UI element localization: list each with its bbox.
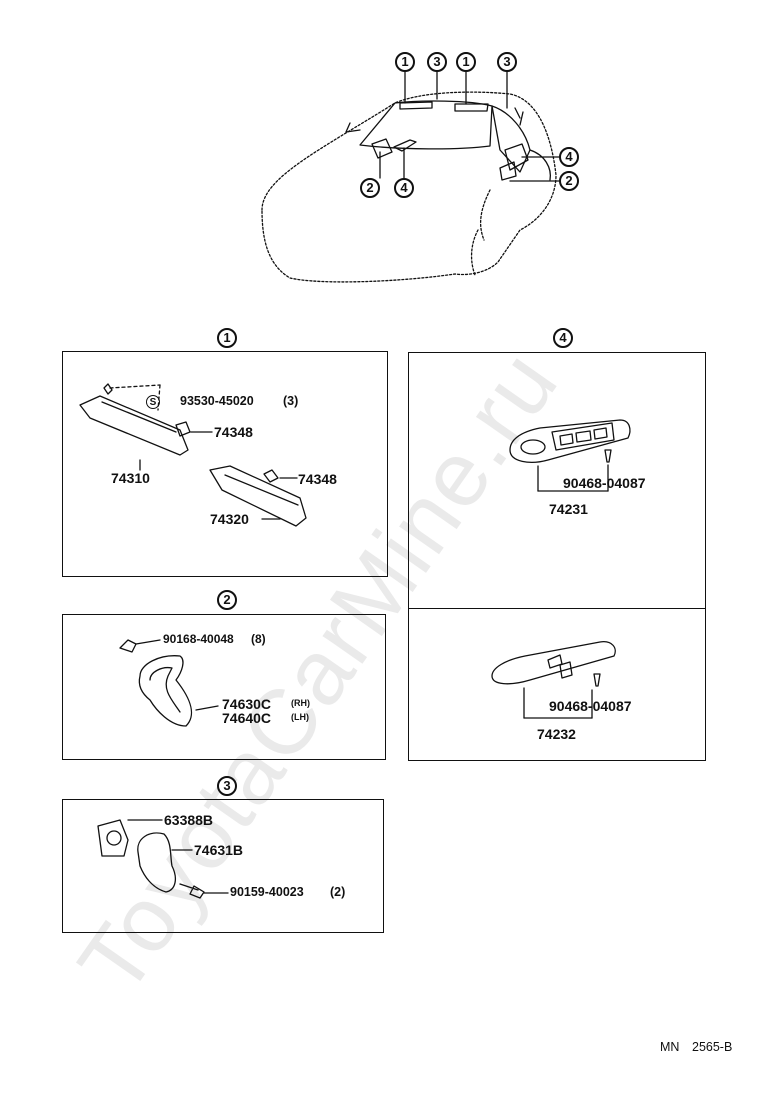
part-74630c-side: (RH): [291, 698, 310, 708]
part-90159-40023-qty: (2): [330, 885, 346, 899]
part-74320: 74320: [210, 511, 249, 527]
part-90468-04087-lower: 90468-04087: [549, 698, 632, 714]
group3-marker: 3: [217, 776, 237, 796]
group1-marker: 1: [217, 328, 237, 348]
overview-callout-2b: 2: [559, 171, 579, 191]
part-74348-lower: 74348: [298, 471, 337, 487]
group4-marker: 4: [553, 328, 573, 348]
group4-divider: [408, 608, 706, 609]
figure-code-prefix: MN: [660, 1040, 680, 1054]
overview-callout-3b: 3: [497, 52, 517, 72]
window-switch-bezel-74231-drawing: [509, 419, 631, 492]
part-93530-45020-qty: (3): [283, 394, 299, 408]
part-63388b: 63388B: [164, 812, 214, 828]
part-74640c-side: (LH): [291, 712, 309, 722]
overview-callout-1a: 1: [395, 52, 415, 72]
group4-box: [408, 352, 706, 761]
part-74348-upper: 74348: [214, 424, 253, 440]
door-inside-handle-bezel-drawing: [119, 639, 219, 727]
overview-callout-4b: 4: [559, 147, 579, 167]
part-90168-40048: 90168-40048: [163, 632, 234, 646]
overview-callout-1b: 1: [456, 52, 476, 72]
part-74310: 74310: [111, 470, 150, 486]
part-90468-04087-upper: 90468-04087: [563, 475, 646, 491]
part-90159-40023: 90159-40023: [230, 885, 304, 899]
part-74640c: 74640C: [222, 710, 272, 726]
overview-callout-4a: 4: [394, 178, 414, 198]
car-overview-drawing: [261, 71, 560, 283]
part-90168-40048-qty: (8): [251, 632, 266, 646]
part-74630c: 74630C: [222, 696, 272, 712]
door-pull-handle-bezel-drawing: [97, 819, 229, 899]
part-74232: 74232: [537, 726, 576, 742]
figure-code: 2565-B: [692, 1040, 733, 1054]
window-switch-bezel-74232-drawing: [491, 641, 616, 719]
overview-callout-3a: 3: [427, 52, 447, 72]
part-93530-45020: 93530-45020: [180, 394, 254, 408]
group2-marker: 2: [217, 590, 237, 610]
part-74231: 74231: [549, 501, 588, 517]
part-74631b: 74631B: [194, 842, 244, 858]
s-symbol: S: [146, 395, 160, 409]
group2-box: [62, 614, 386, 760]
group1-box: [62, 351, 388, 577]
overview-callout-2a: 2: [360, 178, 380, 198]
group3-box: [62, 799, 384, 933]
